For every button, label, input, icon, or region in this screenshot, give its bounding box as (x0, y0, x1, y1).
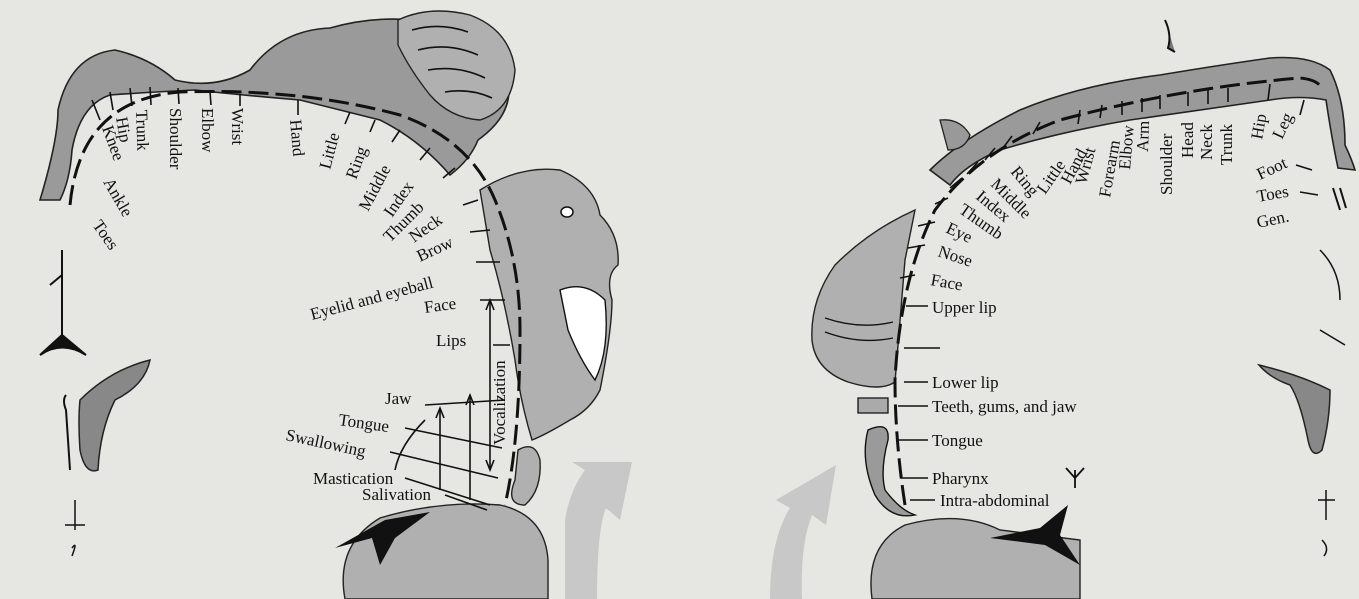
rlabel-neck: Neck (1197, 124, 1216, 160)
label-ring: Ring (342, 143, 371, 181)
label-ankle: Ankle (100, 175, 137, 220)
left-cortex-base (343, 504, 548, 599)
label-trunk: Trunk (132, 109, 152, 151)
label-vocalization: Vocalization (490, 360, 509, 445)
left-spinal-mark (65, 500, 85, 556)
label-shoulder: Shoulder (166, 108, 185, 170)
label-elbow: Elbow (198, 108, 217, 153)
right-face (812, 210, 915, 387)
rlabel-trunk: Trunk (1217, 124, 1236, 165)
left-ganglion (79, 360, 150, 471)
label-hand: Hand (286, 119, 308, 158)
right-small-neuron (1066, 468, 1084, 488)
right-head-mark (1165, 20, 1175, 52)
label-face: Face (423, 294, 457, 317)
left-arrow-shape (565, 462, 632, 599)
rlabel-hip: Hip (1247, 112, 1270, 140)
right-teeth (858, 398, 888, 413)
rlabel-lower-lip: Lower lip (932, 373, 999, 392)
right-ganglion (1259, 365, 1330, 453)
right-arrow-shape (770, 465, 836, 599)
left-face-eye (561, 207, 573, 217)
rlabel-upper-lip: Upper lip (932, 298, 997, 317)
rlabel-face: Face (929, 270, 964, 294)
rlabel-toes: Toes (1255, 182, 1290, 206)
rlabel-teeth: Teeth, gums, and jaw (932, 397, 1077, 416)
label-eyelid: Eyelid and eyeball (308, 273, 435, 324)
rlabel-head: Head (1178, 122, 1197, 158)
left-small-neuron (40, 250, 86, 355)
label-wrist: Wrist (228, 108, 247, 145)
left-axon (64, 395, 70, 470)
label-jaw: Jaw (385, 389, 412, 408)
rlabel-foot: Foot (1254, 153, 1291, 184)
label-little: Little (316, 131, 344, 171)
rlabel-nose: Nose (936, 242, 975, 271)
label-toes: Toes (89, 216, 123, 253)
label-lips: Lips (436, 331, 466, 350)
rlabel-gen: Gen. (1255, 207, 1291, 232)
left-tongue-shape (512, 447, 541, 505)
label-salivation: Salivation (362, 485, 431, 504)
right-foot-mark (1333, 188, 1346, 210)
rlabel-intra: Intra-abdominal (940, 491, 1050, 510)
rlabel-pharynx: Pharynx (932, 469, 989, 488)
rlabel-shoulder: Shoulder (1157, 133, 1176, 195)
rlabel-tongue: Tongue (932, 431, 983, 450)
label-tongue: Tongue (337, 410, 390, 436)
rlabel-leg: Leg (1268, 109, 1297, 141)
